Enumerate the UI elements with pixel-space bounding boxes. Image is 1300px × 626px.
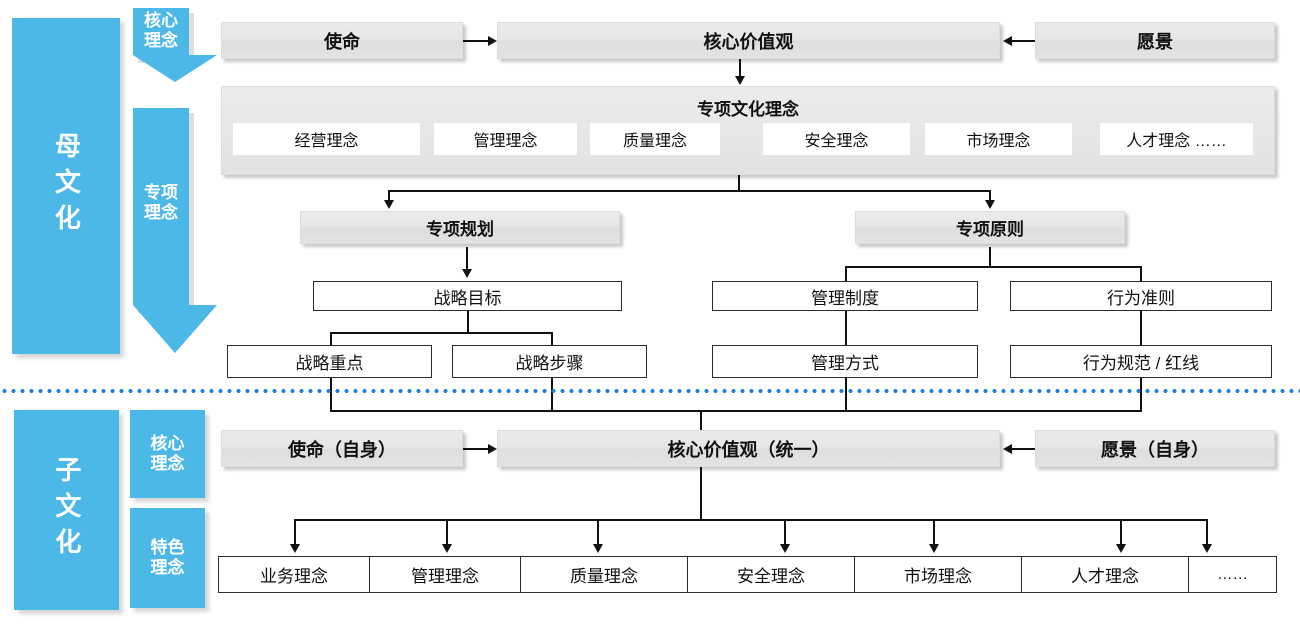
arrow-panel-to-principle-icon (985, 200, 995, 209)
parent-arrow1-line1: 核心 (144, 11, 178, 30)
panel-item-5[interactable]: 人才理念 …… (1100, 123, 1253, 155)
arrow-vision-to-core-icon (1003, 35, 1012, 46)
arrow-sub-item-4-icon (929, 544, 939, 553)
sub-vision-box[interactable]: 愿景（自身） (1035, 430, 1275, 467)
arrow-plan-to-goal-icon (462, 269, 472, 278)
arrow-sub-mission-to-core-icon (488, 443, 497, 454)
parent-arrow-special-concept: 专项 理念 (133, 108, 217, 353)
sub-item-3[interactable]: 安全理念 (687, 556, 855, 593)
arrow-panel-to-plan-icon (384, 200, 394, 209)
behavior-guideline-box[interactable]: 行为准则 (1010, 281, 1272, 311)
special-culture-panel-title: 专项文化理念 (697, 100, 799, 119)
sub-item-1[interactable]: 管理理念 (369, 556, 521, 593)
management-method-box[interactable]: 管理方式 (712, 345, 978, 378)
parent-vision-box[interactable]: 愿景 (1035, 22, 1275, 59)
special-plan-header[interactable]: 专项规划 (300, 211, 620, 244)
arrow-mission-to-core-icon (488, 35, 497, 46)
section-divider (0, 389, 1300, 393)
sub-tag1-line1: 特色 (150, 537, 185, 557)
parent-arrow1-line2: 理念 (144, 30, 178, 50)
parent-core-values-box[interactable]: 核心价值观 (497, 22, 1000, 59)
panel-item-3[interactable]: 安全理念 (763, 123, 910, 155)
sub-tag0-line1: 核心 (150, 433, 185, 453)
parent-arrow-core-concept: 核心 理念 (133, 8, 217, 82)
strategy-goal-box[interactable]: 战略目标 (313, 281, 622, 311)
sub-tag1-line2: 理念 (150, 558, 185, 577)
arrow-sub-item-3-icon (780, 544, 790, 553)
panel-item-4[interactable]: 市场理念 (925, 123, 1072, 155)
panel-item-1[interactable]: 管理理念 (434, 123, 577, 155)
strategy-steps-box[interactable]: 战略步骤 (452, 345, 647, 378)
sub-item-2[interactable]: 质量理念 (520, 556, 688, 593)
parent-arrow2-line1: 专项 (144, 183, 178, 202)
parent-mission-box[interactable]: 使命 (221, 22, 463, 59)
arrow-core-to-panel-icon (735, 76, 745, 85)
sub-item-4[interactable]: 市场理念 (854, 556, 1022, 593)
arrow-sub-item-6-icon (1202, 544, 1212, 553)
arrow-sub-item-2-icon (593, 544, 603, 553)
parent-culture-side-label: 母文化 (12, 18, 120, 354)
arrow-sub-item-5-icon (1116, 544, 1126, 553)
sub-mission-box[interactable]: 使命（自身） (221, 430, 463, 467)
sub-item-0[interactable]: 业务理念 (218, 556, 370, 593)
sub-tag0-line2: 理念 (150, 454, 185, 473)
sub-culture-side-label: 子文化 (14, 410, 119, 610)
special-principle-header[interactable]: 专项原则 (855, 211, 1125, 244)
sub-item-5[interactable]: 人才理念 (1021, 556, 1189, 593)
sub-tag-core-concept: 核心 理念 (130, 410, 205, 498)
arrow-sub-vision-to-core-icon (1003, 443, 1012, 454)
management-system-box[interactable]: 管理制度 (712, 281, 978, 311)
sub-item-6[interactable]: …… (1188, 556, 1277, 593)
panel-item-2[interactable]: 质量理念 (590, 123, 720, 155)
sub-tag-feature-concept: 特色 理念 (130, 508, 205, 608)
arrow-sub-item-0-icon (290, 544, 300, 553)
panel-item-0[interactable]: 经营理念 (233, 123, 420, 155)
strategy-focus-box[interactable]: 战略重点 (227, 345, 432, 378)
parent-arrow2-line2: 理念 (144, 202, 178, 222)
behavior-norm-box[interactable]: 行为规范 / 红线 (1010, 345, 1272, 378)
arrow-sub-item-1-icon (442, 544, 452, 553)
sub-core-values-box[interactable]: 核心价值观（统一） (497, 430, 1000, 467)
